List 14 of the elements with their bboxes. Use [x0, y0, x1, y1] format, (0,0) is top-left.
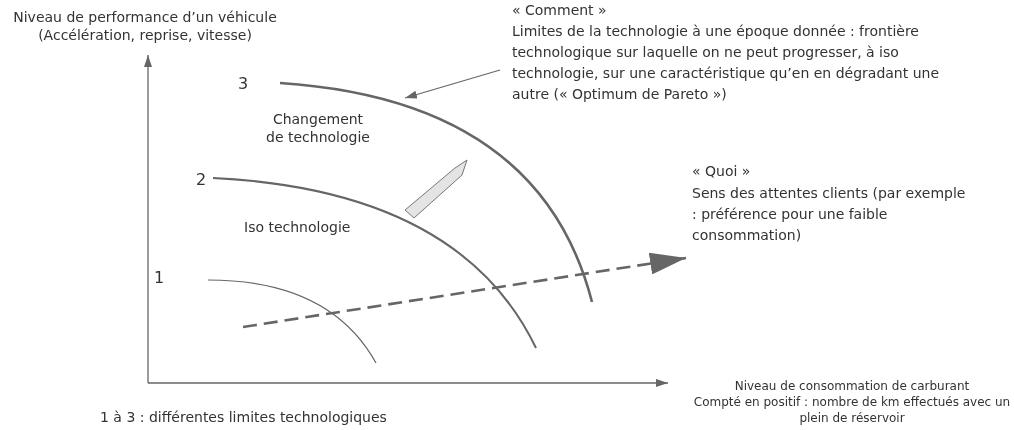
curve-number: 1 — [154, 268, 166, 288]
callout-heading: « Comment » — [512, 1, 608, 20]
region-label: Changement de technologie — [265, 110, 371, 146]
curve-number: 3 — [238, 74, 250, 94]
leader-arrow — [404, 69, 501, 99]
footnote: 1 à 3 : différentes limites technologiques — [100, 408, 388, 426]
axis-title: Niveau de performance d’un véhicule (Accélération, reprise, vitesse) — [12, 8, 278, 44]
callout-text: Sens des attentes clients (par exemple : préférence pour une faible consommation) — [692, 184, 967, 245]
axis-title: Compté en positif : nombre de km effectués avec un plein de réservoir — [692, 394, 1012, 426]
callout-heading: « Quoi » — [692, 162, 752, 180]
region-label: Iso technologie — [244, 218, 352, 236]
curve-number: 2 — [196, 170, 208, 190]
callout-text: Limites de la technologie à une époque donnée : frontière technologique sur laquelle on ne peut progresser, à iso technologie, sur une caractéristique qu’en en dégradant une autre (« Optimum de Pareto ») — [512, 22, 941, 104]
axis-title: Niveau de consommation de carburant — [733, 378, 971, 394]
